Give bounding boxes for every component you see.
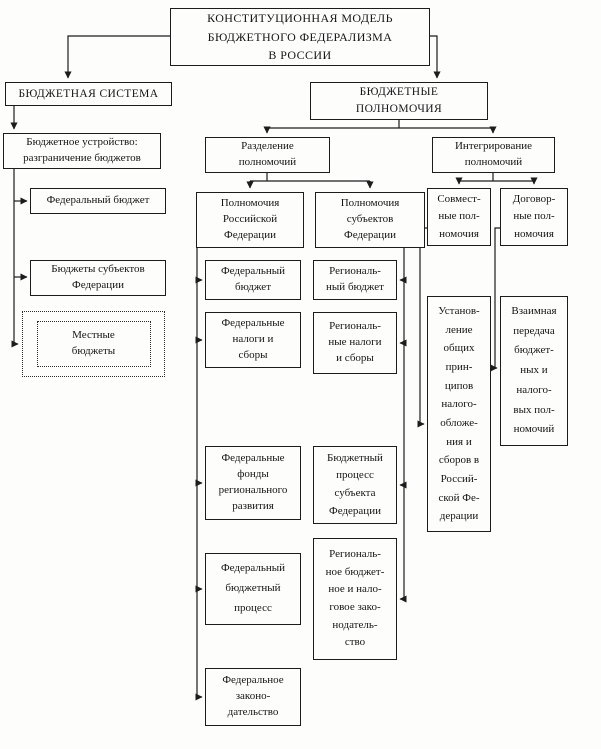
connector [430,35,441,79]
node-federal-funds: Федеральные фонды регионального развития [205,446,301,520]
node-regional-legislation: Региональ- ное бюджет- ное и нало- говое… [313,538,397,660]
node-regional-budget: Региональ- ный бюджет [313,260,397,300]
connector [459,173,534,182]
node-budget-structure: Бюджетное устройство: разграничение бюдж… [3,133,161,169]
node-subject-budgets: Бюджеты субъектов Федерации [30,260,166,296]
node-integration-of-powers: Интегрирование полномочий [432,137,555,173]
node-joint-powers: Совмест- ные пол- номочия [427,188,491,246]
node-division-of-powers: Разделение полномочий [205,137,330,173]
connector [64,35,170,79]
node-budget-powers: БЮДЖЕТНЫЕ ПОЛНОМОЧИЯ [310,82,488,120]
node-subject-powers: Полномочия субъектов Федерации [315,192,425,248]
node-common-principles: Установ- ление общих прин- ципов налого-… [427,296,491,532]
node-federal-budget: Федеральный бюджет [30,188,166,214]
connector [417,227,427,428]
node-subject-budget-process: Бюджетный процесс субъекта Федерации [313,446,397,524]
node-contract-powers: Договор- ные пол- номочия [500,188,568,246]
node-mutual-transfer: Взаимная передача бюджет- ных и налого- … [500,296,568,446]
node-regional-taxes: Региональ- ные налоги и сборы [313,312,397,374]
node-budget-system: БЮДЖЕТНАЯ СИСТЕМА [5,82,172,106]
connector [250,173,370,182]
node-rf-powers: Полномочия Российской Федерации [196,192,304,248]
connector [267,120,493,129]
node-federal-legislation: Федеральное законо- дательство [205,668,301,726]
node-local-budgets: Местные бюджеты [36,321,151,367]
node-federal-budget-2: Федеральный бюджет [205,260,301,300]
node-local-budgets-outer: Местные бюджеты [22,311,165,377]
connector [490,227,500,372]
node-federal-budget-process: Федеральный бюджетный процесс [205,553,301,625]
node-constitutional-model: КОНСТИТУЦИОННАЯ МОДЕЛЬ БЮДЖЕТНОГО ФЕДЕРА… [170,8,430,66]
node-federal-taxes: Федеральные налоги и сборы [205,312,301,368]
